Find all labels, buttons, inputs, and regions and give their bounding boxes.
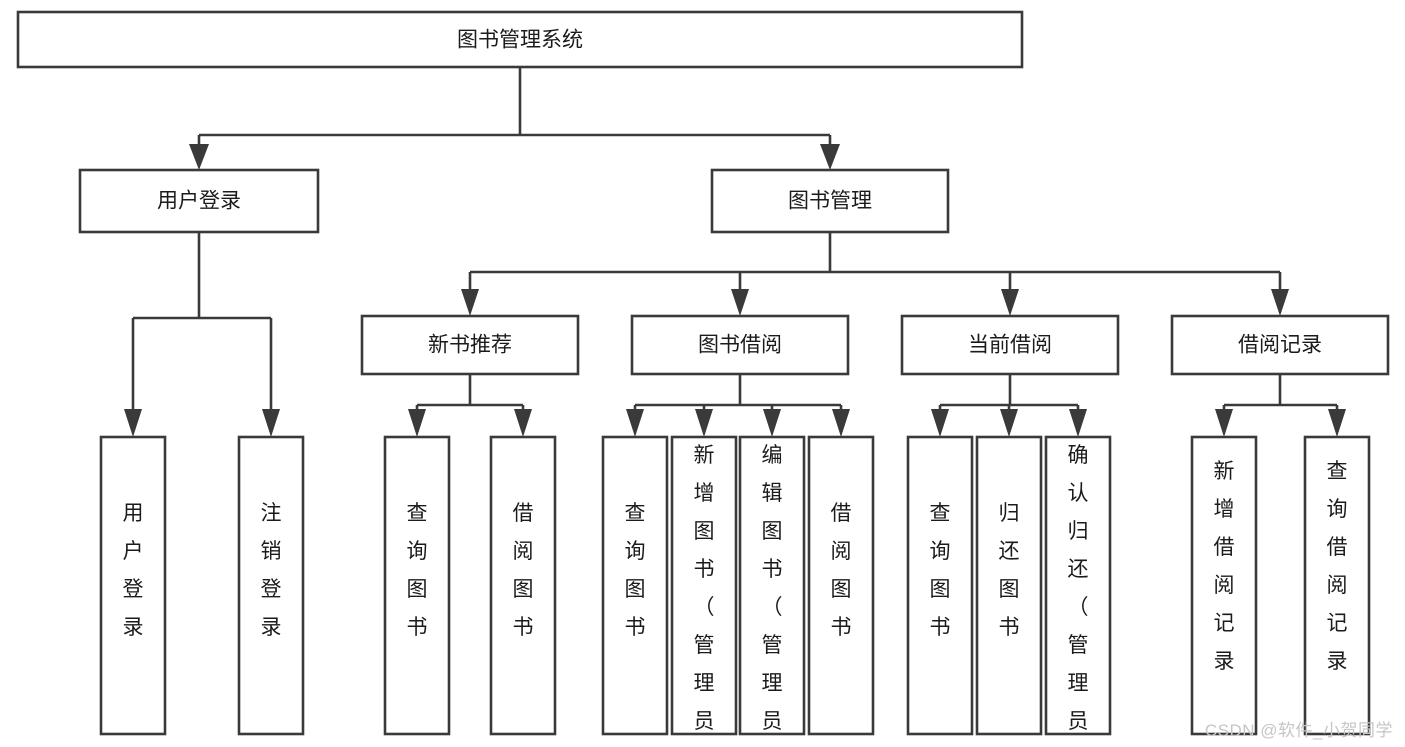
leaf-node[interactable]: 确认归还（管理员） [1044, 435, 1112, 747]
leaf-node[interactable]: 查询图书 [906, 435, 974, 736]
node-borrow-record[interactable]: 借阅记录 [1170, 314, 1390, 376]
node-current-borrow-box[interactable] [900, 314, 1120, 376]
node-new-book-recommend[interactable]: 新书推荐 [360, 314, 580, 376]
arrow-head-current-borrow [1001, 289, 1019, 316]
leaf-label-cb-1: 查询图书 [930, 502, 951, 639]
node-current-borrow-label: 当前借阅 [968, 334, 1052, 357]
leaf-box-bb-4[interactable] [807, 435, 875, 736]
node-new-book-recommend-label: 新书推荐 [428, 334, 512, 357]
leaf-label-bb-4: 借阅图书 [831, 502, 852, 639]
node-book-management[interactable]: 图书管理 [710, 168, 950, 234]
leaf-label-bb-3: 编辑图书（管理员） [762, 444, 783, 747]
node-book-borrow-box[interactable] [630, 314, 850, 376]
leaf-label-cb-2: 归还图书 [999, 502, 1020, 639]
node-user-login-label: 用户登录 [157, 190, 241, 213]
node-root-box[interactable] [16, 10, 1024, 69]
leaf-box-bb-2[interactable] [670, 435, 738, 736]
node-new-book-recommend-box[interactable] [360, 314, 580, 376]
arrow-head-leaf-nbr-1 [408, 409, 426, 437]
leaf-label-nbr-2: 借阅图书 [513, 502, 534, 639]
arrow-head-book-mgmt [820, 144, 840, 170]
leaf-box-cb-1[interactable] [906, 435, 974, 736]
leaf-box-br-1[interactable] [1190, 435, 1258, 736]
arrow-head-book-borrow [731, 289, 749, 316]
node-root-label: 图书管理系统 [457, 29, 583, 52]
node-borrow-record-box[interactable] [1170, 314, 1390, 376]
arrow-head-new-book-recommend [461, 289, 479, 316]
arrow-head-leaf-cb-3 [1069, 409, 1087, 437]
connector-group-book-mgmt [461, 232, 1289, 316]
connector-group-current-borrow [931, 374, 1087, 437]
arrow-head-leaf-bb-4 [832, 409, 850, 437]
arrow-head-leaf-user-login-1 [124, 409, 142, 437]
leaf-node[interactable]: 借阅图书 [807, 435, 875, 736]
leaf-label-br-2: 查询借阅记录 [1327, 460, 1348, 673]
leaf-node[interactable]: 借阅图书 [489, 435, 557, 736]
leaf-box-cb-2[interactable] [975, 435, 1043, 736]
leaf-label-user-login-2: 注销登录 [261, 502, 282, 639]
leaf-node[interactable]: 查询借阅记录 [1303, 435, 1371, 736]
node-book-management-label: 图书管理 [788, 190, 872, 213]
leaf-node[interactable]: 用户登录 [99, 435, 167, 736]
connector-group-borrow-record [1215, 374, 1346, 437]
leaf-label-br-1: 新增借阅记录 [1214, 460, 1235, 673]
leaf-node[interactable]: 新增借阅记录 [1190, 435, 1258, 736]
leaf-box-nbr-1[interactable] [383, 435, 451, 736]
node-user-login-box[interactable] [78, 168, 320, 234]
arrow-head-leaf-nbr-2 [514, 409, 532, 437]
node-book-borrow-label: 图书借阅 [698, 334, 782, 357]
arrow-head-leaf-cb-2 [1000, 409, 1018, 437]
leaf-node[interactable]: 新增图书（管理员） [670, 435, 738, 747]
connector-group-book-borrow [626, 374, 850, 437]
arrow-head-leaf-cb-1 [931, 409, 949, 437]
leaf-box-bb-1[interactable] [601, 435, 669, 736]
node-borrow-record-label: 借阅记录 [1238, 334, 1322, 357]
connector-group-user-login [124, 232, 280, 437]
arrow-head-leaf-bb-3 [763, 409, 781, 437]
leaf-label-nbr-1: 查询图书 [407, 502, 428, 639]
arrow-head-leaf-bb-2 [695, 409, 713, 437]
arrow-head-leaf-bb-1 [626, 409, 644, 437]
leaf-node[interactable]: 注销登录 [237, 435, 305, 736]
arrow-head-borrow-record [1271, 289, 1289, 316]
arrow-head-leaf-br-2 [1328, 409, 1346, 437]
node-book-borrow[interactable]: 图书借阅 [630, 314, 850, 376]
leaf-label-user-login-1: 用户登录 [123, 502, 144, 639]
node-user-login[interactable]: 用户登录 [78, 168, 320, 234]
arrow-head-leaf-br-1 [1215, 409, 1233, 437]
leaf-box-bb-3[interactable] [738, 435, 806, 736]
leaf-node[interactable]: 查询图书 [383, 435, 451, 736]
leaf-node[interactable]: 归还图书 [975, 435, 1043, 736]
leaf-label-bb-2: 新增图书（管理员） [694, 444, 715, 747]
leaf-box-nbr-2[interactable] [489, 435, 557, 736]
connector-group-new-book-recommend [408, 374, 532, 437]
node-root[interactable]: 图书管理系统 [16, 10, 1024, 69]
leaf-box-br-2[interactable] [1303, 435, 1371, 736]
leaf-label-cb-3: 确认归还（管理员） [1068, 444, 1089, 747]
node-book-management-box[interactable] [710, 168, 950, 234]
leaf-box-user-login-2[interactable] [237, 435, 305, 736]
leaf-node[interactable]: 查询图书 [601, 435, 669, 736]
leaf-label-bb-1: 查询图书 [625, 502, 646, 639]
leaf-box-user-login-1[interactable] [99, 435, 167, 736]
connector-group-root [189, 67, 840, 170]
arrow-head-leaf-user-login-2 [262, 409, 280, 437]
leaf-box-cb-3[interactable] [1044, 435, 1112, 736]
node-current-borrow[interactable]: 当前借阅 [900, 314, 1120, 376]
arrow-head-user-login [189, 144, 209, 170]
leaf-node[interactable]: 编辑图书（管理员） [738, 435, 806, 747]
